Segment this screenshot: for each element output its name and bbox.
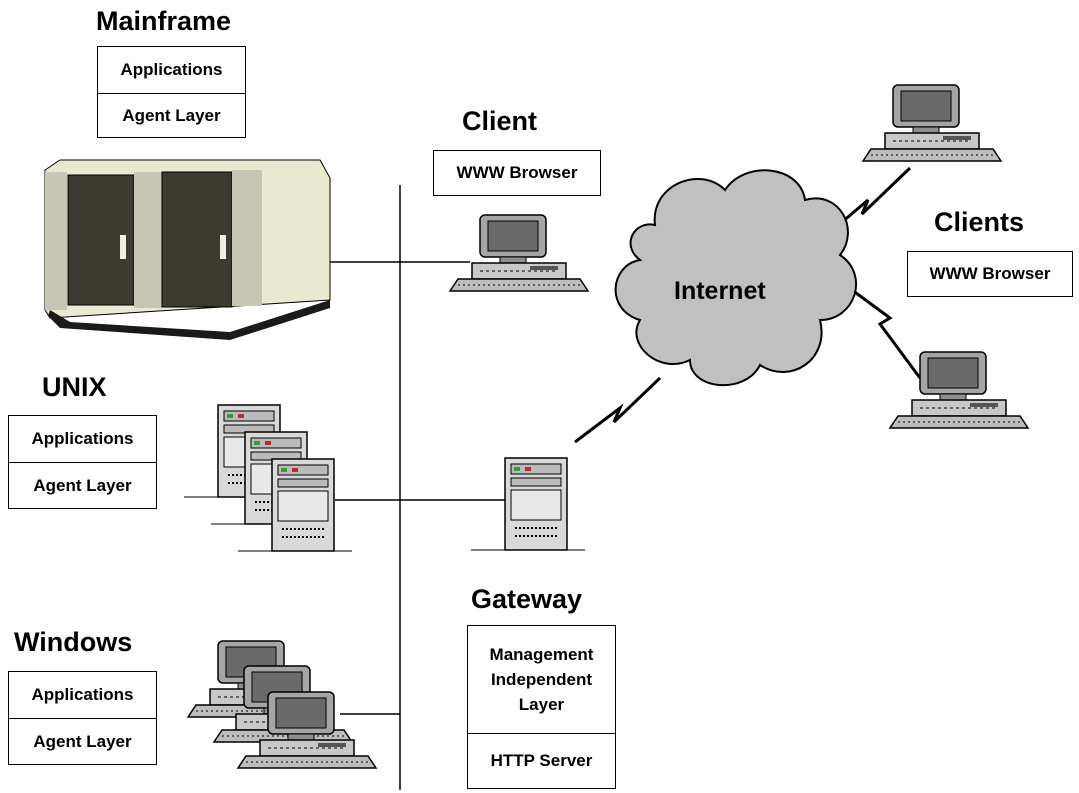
internet-cloud-icon xyxy=(614,169,858,387)
unix-applications-layer: Applications xyxy=(31,429,134,448)
gateway-management-layer: Management Independent Layer xyxy=(489,645,594,714)
clients-layer-stack: WWW Browser xyxy=(907,251,1073,297)
mainframe-applications-layer: Applications xyxy=(120,60,223,79)
gateway-server-icon xyxy=(470,457,586,551)
client-title: Client xyxy=(462,106,538,136)
internet-label: Internet xyxy=(674,277,766,305)
unix-layer-stack: Applications Agent Layer xyxy=(8,415,157,509)
windows-title: Windows xyxy=(14,627,133,657)
mainframe-icon xyxy=(44,159,331,340)
gateway-http-server-layer: HTTP Server xyxy=(468,733,615,788)
client-pc-icon xyxy=(449,214,589,292)
gateway-layer-stack: Management Independent Layer HTTP Server xyxy=(467,625,616,789)
unix-servers-icon xyxy=(183,404,353,552)
mainframe-layer-stack: Applications Agent Layer xyxy=(97,46,246,138)
windows-layer-stack: Applications Agent Layer xyxy=(8,671,157,765)
unix-agent-layer: Agent Layer xyxy=(9,462,156,509)
mainframe-title: Mainframe xyxy=(96,6,232,36)
internet-client-bottom-link xyxy=(851,288,922,379)
clients-title: Clients xyxy=(934,207,1025,237)
internet-client-top-link xyxy=(827,166,912,236)
clients-browser-layer: WWW Browser xyxy=(929,264,1051,283)
client-layer-stack: WWW Browser xyxy=(433,150,601,196)
unix-title: UNIX xyxy=(42,372,107,402)
windows-applications-layer: Applications xyxy=(31,685,134,704)
windows-agent-layer: Agent Layer xyxy=(9,718,156,765)
gateway-internet-link xyxy=(574,376,662,444)
gateway-title: Gateway xyxy=(471,584,583,614)
client-browser-layer: WWW Browser xyxy=(456,163,578,182)
windows-pcs-icon xyxy=(187,640,377,769)
mainframe-agent-layer: Agent Layer xyxy=(98,93,245,138)
remote-client-pc-top-icon xyxy=(862,84,1002,162)
